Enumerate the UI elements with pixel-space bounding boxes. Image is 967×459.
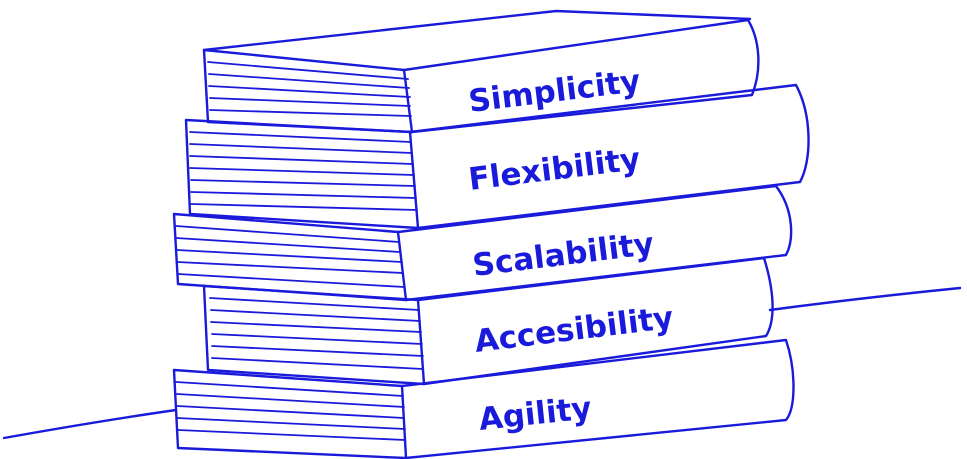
book-agility-cover-front — [172, 368, 408, 459]
book-agility — [172, 338, 795, 459]
ground-line-right — [768, 286, 962, 312]
book-accesibility-cover-front — [202, 284, 426, 386]
book-simplicity-cover-top — [202, 9, 752, 52]
book-flexibility-cover-front — [184, 118, 420, 230]
book-agility-pages — [175, 381, 406, 441]
book-accesibility-spine — [416, 256, 774, 386]
book-simplicity — [202, 9, 760, 134]
book-simplicity-spine — [402, 18, 760, 134]
book-accesibility-pages — [209, 297, 424, 370]
book-scalability-spine — [396, 184, 793, 302]
book-flexibility-pages — [189, 131, 418, 211]
book-label-agility: Agility — [477, 390, 593, 438]
book-accesibility — [202, 256, 774, 386]
book-agility-spine — [400, 338, 795, 459]
book-flexibility — [184, 83, 810, 230]
book-label-simplicity: Simplicity — [467, 63, 643, 120]
book-label-accesibility: Accesibility — [473, 300, 676, 360]
book-label-flexibility: Flexibility — [467, 141, 643, 198]
book-simplicity-pages — [207, 61, 412, 117]
ground-line-left — [2, 408, 178, 440]
book-flexibility-spine — [408, 83, 810, 230]
book-scalability-pages — [175, 225, 405, 288]
